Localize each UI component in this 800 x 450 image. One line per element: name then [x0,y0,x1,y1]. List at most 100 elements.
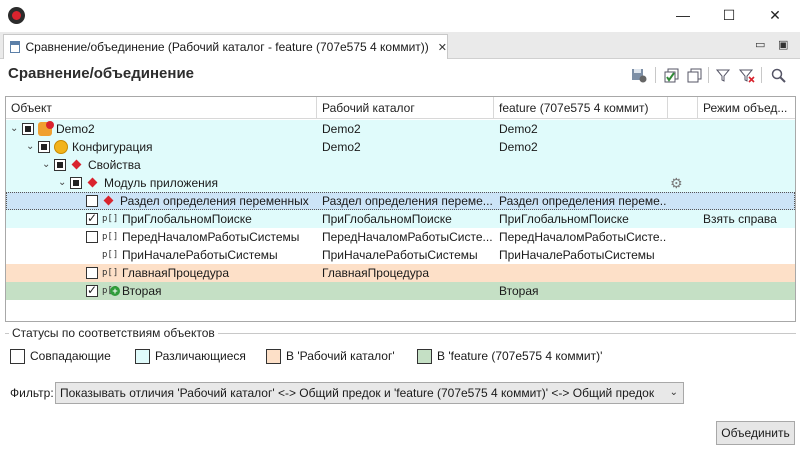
legend-swatch [10,348,25,364]
merge-mode-cell[interactable]: Взять справа [703,212,777,226]
procedure-icon: p[] [102,214,119,224]
legend-item-working-dir: В 'Рабочий каталог' [266,348,395,364]
merge-mode-cell[interactable] [703,156,795,174]
merge-mode-cell[interactable] [703,282,795,300]
legend-label: В 'Рабочий каталог' [286,349,395,363]
search-icon[interactable] [770,67,788,83]
row-checkbox[interactable] [86,283,98,297]
toolbar-divider [761,67,762,83]
column-header-merge-mode[interactable]: Режим объед... [703,101,788,115]
column-header-working-dir[interactable]: Рабочий каталог [317,97,494,119]
procedure-icon: p[] [102,268,119,278]
chevron-down-icon: ⌄ [669,387,678,398]
collapse-all-icon[interactable] [686,67,704,83]
filter-dropdown[interactable]: Показывать отличия 'Рабочий каталог' <->… [55,382,684,404]
merge-mode-cell[interactable] [703,264,795,282]
tree-row-label: Свойства [88,158,141,172]
feature-cell: ПриГлобальномПоиске [499,212,629,226]
tree-row[interactable]: ⌄ Demo2 Demo2 Demo2 [6,120,795,138]
tree-row[interactable]: ⌄ Модуль приложения ⚙ [6,174,795,192]
procedure-icon: p[] [102,250,119,260]
row-checkbox[interactable] [70,177,82,189]
merge-button[interactable]: Объединить [716,421,795,445]
legend-label: В 'feature (707e575 4 коммит)' [437,349,603,363]
minimize-button[interactable]: — [676,7,690,23]
working-dir-cell: ПриНачалеРаботыСистемы [322,248,478,262]
gear-icon[interactable]: ⚙ [670,175,683,191]
expand-chevron-icon[interactable]: ⌄ [42,159,51,170]
procedure-icon: p[] [102,232,119,242]
clear-filter-icon[interactable] [738,67,756,83]
tree-row-label: Вторая [122,284,162,298]
toolbar-divider [708,67,709,83]
tree-row-label: Раздел определения переменных [120,194,309,208]
merge-mode-cell[interactable] [703,174,795,192]
minimize-view-icon[interactable]: ▭ [755,39,766,51]
working-dir-cell [322,174,492,192]
tree-row[interactable]: p[]ПриГлобальномПоискеПриГлобальномПоиск… [6,210,795,228]
maximize-view-icon[interactable]: ▣ [778,39,789,51]
working-dir-cell: ГлавнаяПроцедура [322,266,430,280]
column-header-object[interactable]: Объект [6,97,317,119]
merge-mode-cell[interactable] [703,246,795,264]
legend-item-different: Различающиеся [135,348,246,364]
tree-row[interactable]: p[]ПередНачаломРаботыСистемы ПередНачалом… [6,228,795,246]
column-header-settings[interactable] [668,97,698,119]
expand-chevron-icon[interactable]: ⌄ [58,177,67,188]
column-header-feature[interactable]: feature (707e575 4 коммит) [494,97,668,119]
save-settings-icon[interactable] [630,67,648,83]
row-checkbox[interactable] [86,267,98,279]
row-checkbox[interactable] [86,231,98,243]
compare-tree-table[interactable]: Объект Рабочий каталог feature (707e575 … [5,96,796,322]
module-icon [86,176,100,190]
tab-close-icon[interactable]: ✕ [437,41,447,54]
tree-row[interactable]: Раздел определения переменных Раздел опре… [6,192,795,210]
working-dir-cell: Demo2 [322,140,361,154]
tree-row-label: ПриНачалеРаботыСистемы [122,248,278,262]
feature-cell: Demo2 [499,122,538,136]
row-checkbox[interactable] [22,123,34,135]
properties-icon [70,158,84,172]
section-icon [102,194,116,208]
compare-merge-tab[interactable]: Сравнение/объединение (Рабочий каталог -… [3,34,448,59]
merge-mode-cell[interactable] [703,138,795,156]
legend-swatch [417,348,432,364]
close-window-button[interactable]: ✕ [769,6,781,23]
expand-chevron-icon[interactable]: ⌄ [26,141,35,152]
row-checkbox[interactable] [86,211,98,225]
feature-cell [499,174,667,192]
expand-chevron-icon[interactable]: ⌄ [10,123,19,134]
legend-label: Различающиеся [155,349,246,363]
row-checkbox[interactable] [54,159,66,171]
merge-mode-cell[interactable] [703,192,795,210]
feature-cell: ПередНачаломРаботыСисте... [499,230,667,244]
page-title: Сравнение/объединение [8,65,195,82]
tree-row-label: ГлавнаяПроцедура [122,266,230,280]
merge-mode-cell[interactable] [703,120,795,138]
tree-row-label: Demo2 [56,122,95,136]
row-checkbox[interactable] [86,195,98,207]
maximize-button[interactable]: ☐ [722,6,736,23]
working-dir-cell: Demo2 [322,122,361,136]
filter-icon[interactable] [715,67,733,83]
feature-cell [499,156,667,174]
working-dir-cell: ПриГлобальномПоиске [322,212,452,226]
row-checkbox[interactable] [38,141,50,153]
feature-cell: Раздел определения переме... [499,194,667,208]
legend-title: Статусы по соответствиям объектов [9,326,218,340]
tree-row-label: ПриГлобальномПоиске [122,212,252,226]
added-plus-icon: + [110,286,120,296]
tree-row[interactable]: ⌄ Свойства [6,156,795,174]
legend-item-matching: Совпадающие [10,348,111,364]
check-all-icon[interactable] [663,67,681,83]
merge-mode-cell[interactable] [703,228,795,246]
table-header: Объект Рабочий каталог feature (707e575 … [6,97,795,119]
tree-row-label: Модуль приложения [104,176,218,190]
tab-title: Сравнение/объединение (Рабочий каталог -… [25,40,429,54]
tree-row-label: ПередНачаломРаботыСистемы [122,230,300,244]
editor-tab-bar: Сравнение/объединение (Рабочий каталог -… [0,32,800,59]
